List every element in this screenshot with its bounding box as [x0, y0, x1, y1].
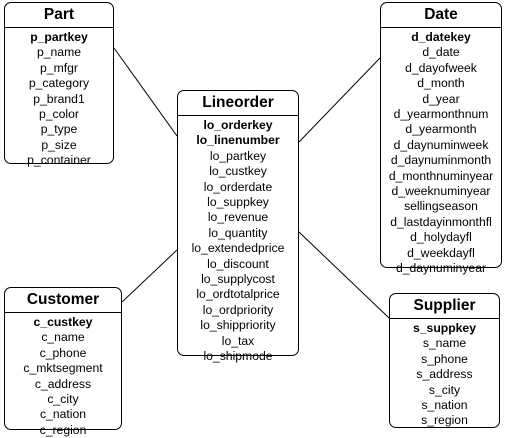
- attribute: lo_shipmode: [203, 349, 273, 364]
- entity-supplier: Supplier s_suppkey s_name s_phone s_addr…: [389, 293, 500, 428]
- attribute: sellingseason: [404, 199, 478, 214]
- attribute: d_lastdayinmonthfl: [390, 214, 492, 229]
- attribute: lo_custkey: [209, 164, 267, 179]
- attribute: d_yearmonthnum: [393, 107, 489, 122]
- attribute: p_category: [28, 76, 90, 91]
- attribute: d_daynuminmonth: [390, 153, 492, 168]
- attribute: c_mktsegment: [23, 361, 103, 376]
- attribute: c_region: [39, 422, 87, 437]
- attribute: p_container: [27, 153, 91, 168]
- attribute: lo_shippriority: [200, 318, 276, 333]
- attribute: lo_revenue: [207, 210, 269, 225]
- attribute: lo_ordpriority: [202, 302, 274, 317]
- attribute: d_monthnuminyear: [388, 168, 494, 183]
- attribute-list: s_suppkey s_name s_phone s_address s_cit…: [390, 319, 499, 429]
- attribute: lo_quantity: [208, 225, 268, 240]
- attribute: c_nation: [39, 407, 87, 422]
- attribute: lo_extendedprice: [191, 241, 285, 256]
- attribute-list: lo_orderkey lo_linenumber lo_partkey lo_…: [178, 116, 298, 365]
- primary-key-attribute: s_suppkey: [412, 321, 476, 335]
- entity-part: Part p_partkey p_name p_mfgr p_category …: [4, 2, 114, 167]
- entity-customer: Customer c_custkey c_name c_phone c_mkts…: [4, 287, 122, 437]
- attribute: d_weeknuminyear: [391, 184, 491, 199]
- attribute: s_address: [416, 367, 473, 382]
- attribute: s_name: [422, 336, 467, 351]
- link-date-lineorder: [298, 57, 381, 143]
- attribute: s_nation: [421, 398, 468, 413]
- attribute: c_address: [34, 376, 92, 391]
- attribute: s_region: [421, 413, 468, 428]
- entity-title: Date: [381, 3, 501, 28]
- attribute: d_daynuminweek: [393, 137, 489, 152]
- attribute: p_type: [40, 122, 78, 137]
- entity-title: Customer: [5, 288, 121, 313]
- entity-title: Lineorder: [178, 91, 298, 116]
- attribute: d_dayofweek: [405, 60, 477, 75]
- attribute: lo_suppkey: [207, 195, 269, 210]
- attribute: c_city: [47, 392, 79, 407]
- attribute: d_daynuminyear: [395, 261, 487, 276]
- attribute: d_yearmonth: [405, 122, 477, 137]
- attribute: s_city: [428, 382, 461, 397]
- attribute: d_date: [422, 45, 460, 60]
- link-customer-lineorder: [121, 249, 178, 303]
- attribute: lo_orderdate: [203, 179, 273, 194]
- attribute: p_color: [39, 107, 79, 122]
- primary-key-attribute: d_datekey: [411, 30, 471, 44]
- attribute: c_phone: [39, 345, 87, 360]
- attribute: s_phone: [421, 351, 468, 366]
- attribute: lo_ordtotalprice: [196, 287, 280, 302]
- entity-date: Date d_datekey d_date d_dayofweek d_mont…: [380, 2, 502, 275]
- entity-lineorder: Lineorder lo_orderkey lo_linenumber lo_p…: [177, 90, 299, 363]
- attribute-list: p_partkey p_name p_mfgr p_category p_bra…: [5, 28, 113, 169]
- link-part-lineorder: [113, 47, 178, 137]
- attribute: d_year: [422, 91, 460, 106]
- primary-key-attribute: lo_orderkey: [203, 118, 273, 132]
- entity-title: Part: [5, 3, 113, 28]
- entity-title: Supplier: [390, 294, 499, 319]
- attribute-list: c_custkey c_name c_phone c_mktsegment c_…: [5, 313, 121, 438]
- link-supplier-lineorder: [298, 231, 390, 319]
- primary-key-attribute: p_partkey: [30, 30, 88, 44]
- attribute: lo_partkey: [209, 148, 267, 163]
- attribute: p_brand1: [33, 91, 85, 106]
- attribute: p_size: [41, 137, 77, 152]
- attribute: p_name: [36, 45, 82, 60]
- attribute: lo_tax: [221, 333, 255, 348]
- primary-key-attribute: c_custkey: [33, 315, 93, 329]
- attribute: d_weekdayfl: [407, 245, 475, 260]
- attribute: d_holydayfl: [410, 230, 472, 245]
- attribute-list: d_datekey d_date d_dayofweek d_month d_y…: [381, 28, 501, 277]
- attribute: lo_discount: [207, 256, 269, 271]
- attribute: p_mfgr: [40, 60, 78, 75]
- attribute: d_month: [417, 76, 465, 91]
- attribute: lo_supplycost: [201, 272, 275, 287]
- attribute: c_name: [41, 330, 85, 345]
- primary-key-attribute: lo_linenumber: [196, 133, 280, 148]
